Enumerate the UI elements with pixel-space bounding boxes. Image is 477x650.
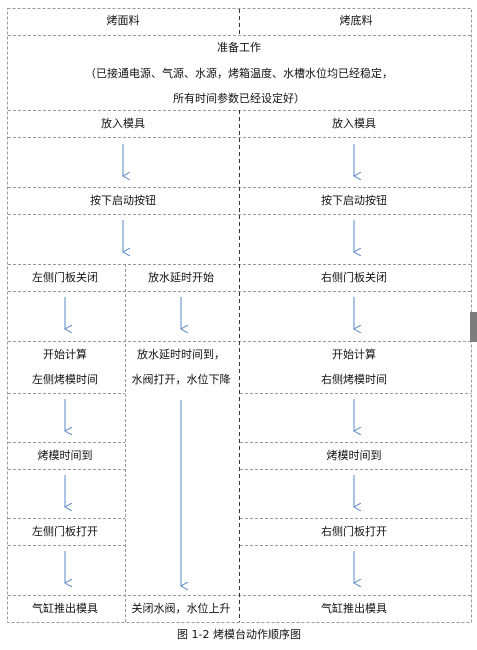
left-cylinder-out: 气缸推出模具 [32, 602, 98, 615]
left-place-mold: 放入模具 [101, 117, 145, 130]
right-press-start: 按下启动按钮 [321, 194, 387, 207]
left-start-calc-1: 开始计算 [43, 348, 87, 361]
close-water-valve: 关闭水阀，水位上升 [131, 602, 231, 615]
left-start-calc-2: 左侧烤模时间 [32, 373, 98, 386]
flow-arrows [65, 144, 354, 586]
prep-title: 准备工作 [217, 41, 261, 54]
scroll-tab[interactable] [470, 312, 477, 342]
right-place-mold: 放入模具 [332, 117, 376, 130]
header-right: 烤底料 [339, 14, 373, 27]
right-door-open: 右侧门板打开 [321, 525, 387, 538]
header-left: 烤面料 [106, 14, 140, 27]
prep-line-2: 所有时间参数已经设定好） [173, 92, 305, 105]
right-start-calc-1: 开始计算 [332, 348, 376, 361]
right-bake-time-up: 烤模时间到 [326, 449, 382, 462]
left-press-start: 按下启动按钮 [90, 194, 156, 207]
water-delay-end-2: 水阀打开，水位下降 [131, 373, 231, 386]
water-delay-start: 放水延时开始 [148, 271, 214, 284]
left-door-open: 左侧门板打开 [32, 525, 98, 538]
right-cylinder-out: 气缸推出模具 [321, 602, 387, 615]
left-bake-time-up: 烤模时间到 [37, 449, 93, 462]
water-delay-end-1: 放水延时时间到， [137, 348, 225, 361]
prep-line-1: （已接通电源、气源、水源，烤箱温度、水槽水位均已经稳定， [85, 67, 393, 80]
right-door-close: 右侧门板关闭 [321, 271, 387, 284]
figure-caption: 图 1-2 烤模台动作顺序图 [177, 628, 301, 641]
left-door-close: 左侧门板关闭 [32, 271, 98, 284]
right-start-calc-2: 右侧烤模时间 [321, 373, 387, 386]
